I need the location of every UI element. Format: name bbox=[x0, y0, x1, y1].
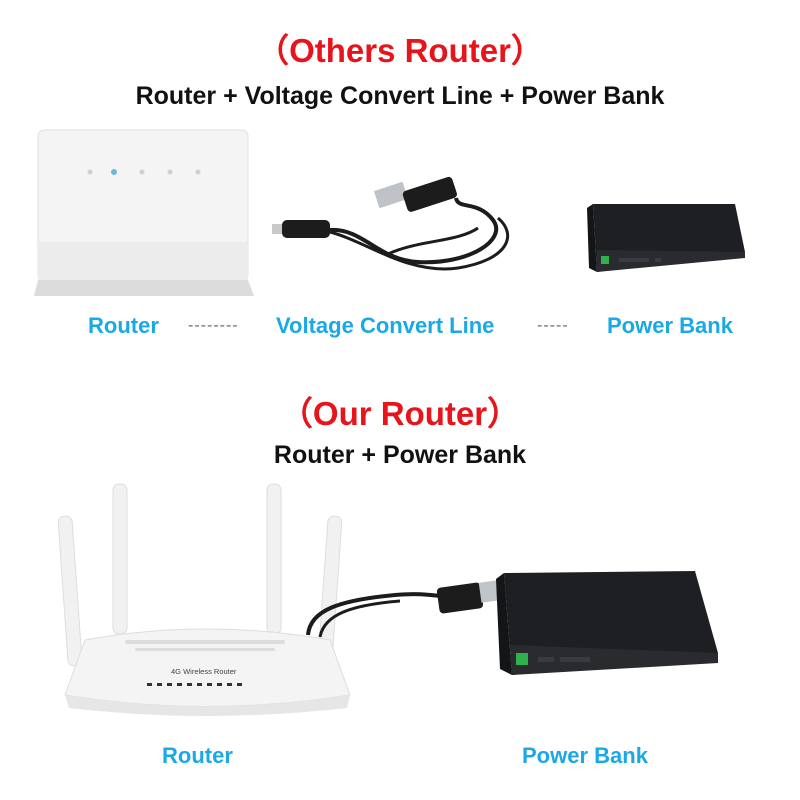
white-box-router-image bbox=[34, 129, 254, 296]
antenna bbox=[112, 483, 128, 635]
label-router-bottom: Router bbox=[162, 743, 233, 768]
power-bank-image bbox=[587, 204, 745, 272]
led-indicator bbox=[167, 169, 173, 175]
four-antenna-router-image: 4G Wireless Router bbox=[57, 483, 351, 716]
led-indicator bbox=[87, 169, 93, 175]
usb-cable-image bbox=[306, 579, 508, 638]
label-voltage-convert-line: Voltage Convert Line bbox=[276, 313, 495, 338]
others-router-subtitle: Router + Voltage Convert Line + Power Ba… bbox=[135, 82, 665, 110]
our-router-subtitle: Router + Power Bank bbox=[273, 441, 527, 469]
voltage-convert-line-image bbox=[272, 176, 509, 271]
connector-dashes-1: -------- bbox=[188, 317, 239, 334]
power-button-icon bbox=[516, 653, 528, 665]
power-button-icon bbox=[601, 256, 609, 264]
led-indicator bbox=[139, 169, 145, 175]
antenna bbox=[266, 483, 282, 635]
label-power-bank-top: Power Bank bbox=[607, 313, 733, 338]
label-router-top: Router bbox=[88, 313, 159, 338]
our-router-title: （Our Router） bbox=[279, 395, 521, 432]
antenna bbox=[57, 515, 83, 667]
others-router-title: （Others Router） bbox=[256, 32, 544, 69]
connector-dashes-2: ----- bbox=[537, 317, 569, 334]
router-brand-text: 4G Wireless Router bbox=[171, 667, 237, 676]
power-bank-image bbox=[496, 571, 718, 675]
led-indicator bbox=[195, 169, 201, 175]
led-indicator bbox=[111, 169, 117, 175]
label-power-bank-bottom: Power Bank bbox=[522, 743, 648, 768]
